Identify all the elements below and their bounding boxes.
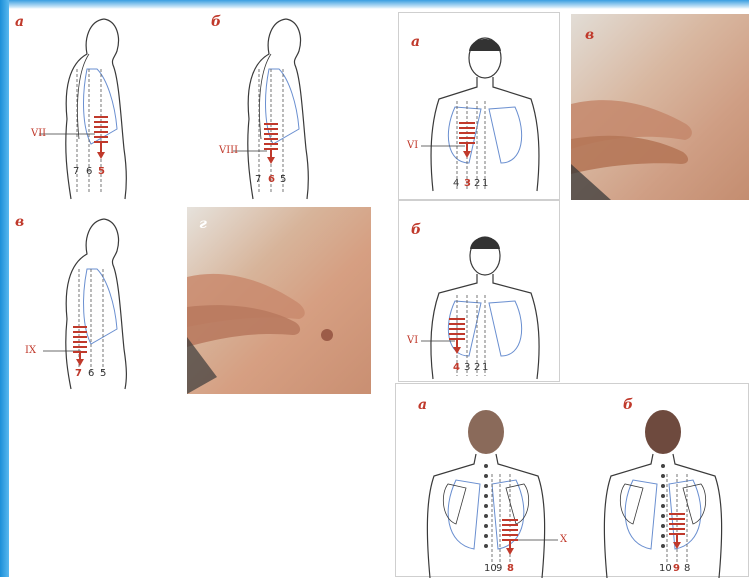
line-label: 6 — [86, 167, 92, 177]
back-figure-a: а X 10 9 — [396, 384, 573, 578]
rib-label: VI — [407, 336, 418, 346]
front-figure-a-drawing — [399, 13, 561, 201]
line-label: 3 — [464, 363, 470, 373]
side-figure-a-drawing — [9, 9, 189, 209]
rib-label: VI — [407, 141, 418, 151]
line-label-active: 8 — [507, 564, 514, 574]
line-label-active: 3 — [464, 179, 471, 189]
left-accent-bar — [0, 0, 9, 577]
line-label: 5 — [100, 369, 106, 379]
rib-label: VIII — [219, 146, 238, 156]
side-figure-b: б VIII 7 6 5 — [191, 9, 371, 209]
line-label-active: 4 — [453, 363, 460, 373]
palpation-photo-g: г — [187, 207, 371, 394]
line-label: 4 — [453, 179, 459, 189]
rib-label: IX — [25, 346, 36, 356]
back-figure-b-drawing — [573, 384, 749, 578]
hands-illustration — [187, 207, 371, 394]
front-view-a-panel: а VI 4 3 2 1 — [398, 12, 560, 200]
top-accent-bar — [0, 0, 749, 9]
line-label: 10 — [484, 564, 497, 574]
line-label-active: 6 — [268, 175, 275, 185]
front-view-b-panel: б VI 4 3 2 1 — [398, 200, 560, 382]
line-label-active: 7 — [75, 369, 82, 379]
line-label: 7 — [73, 167, 79, 177]
side-figure-a: а VII 7 6 5 — [9, 9, 189, 209]
line-label: 2 — [474, 179, 480, 189]
front-figure-b-drawing — [399, 201, 561, 383]
line-label: 1 — [482, 179, 488, 189]
back-figure-b: б 10 9 8 — [573, 384, 749, 578]
line-label: 8 — [684, 564, 690, 574]
palpation-photo-v: в — [571, 14, 749, 200]
line-label: 2 — [474, 363, 480, 373]
line-label: 6 — [88, 369, 94, 379]
back-view-group: а X 10 9 — [395, 383, 749, 577]
line-label-active: 9 — [673, 564, 680, 574]
line-label: 10 — [659, 564, 672, 574]
back-figure-a-drawing — [396, 384, 573, 578]
rib-label: X — [560, 535, 567, 545]
line-label-active: 5 — [98, 167, 105, 177]
line-label: 1 — [482, 363, 488, 373]
line-label: 5 — [280, 175, 286, 185]
side-view-group: а VII 7 6 5 б — [9, 9, 371, 394]
hands-illustration — [571, 14, 749, 200]
rib-label: VII — [31, 129, 46, 139]
line-label: 7 — [255, 175, 261, 185]
line-label: 9 — [496, 564, 502, 574]
side-figure-v: в IX 7 6 5 — [9, 209, 189, 394]
side-figure-v-drawing — [9, 209, 189, 394]
